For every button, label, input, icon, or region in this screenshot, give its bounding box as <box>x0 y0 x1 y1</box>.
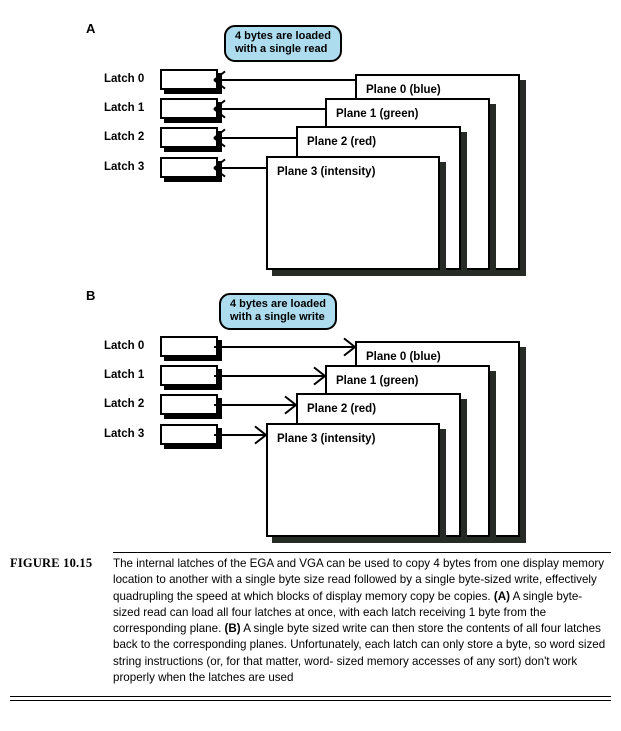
panel-a-arrow-2 <box>213 128 296 148</box>
caption-emphasis: (B) <box>224 622 241 636</box>
panel-b-latch-3-label: Latch 3 <box>104 428 145 440</box>
arrow-head-left-icon <box>213 99 227 119</box>
arrow-shaft <box>214 167 266 169</box>
panel-b: B 4 bytes are loaded with a single write… <box>0 280 621 550</box>
latch-face <box>160 98 218 119</box>
arrow-head-left-icon <box>213 128 227 148</box>
latch-face <box>160 394 218 415</box>
arrow-head-right-icon <box>342 337 356 357</box>
caption-rule-bottom-upper <box>10 696 611 697</box>
arrow-head-right-icon <box>253 425 267 445</box>
plane-face: Plane 3 (intensity) <box>266 423 440 537</box>
plane-face: Plane 3 (intensity) <box>266 156 440 270</box>
panel-a-plane-3-label: Plane 3 (intensity) <box>277 166 376 178</box>
caption-rule-top <box>113 552 611 553</box>
arrow-head-bar <box>313 375 326 386</box>
arrow-shaft <box>214 434 266 436</box>
panel-a-plane-0-label: Plane 0 (blue) <box>366 84 441 96</box>
panel-a-latch-3-box <box>160 157 222 182</box>
panel-b-arrow-1 <box>214 366 326 386</box>
arrow-head-left-icon <box>213 158 227 178</box>
panel-a-plane-1-label: Plane 1 (green) <box>336 108 419 120</box>
panel-b-plane-1-label: Plane 1 (green) <box>336 375 419 387</box>
panel-b-callout-line-1: 4 bytes are loaded <box>230 298 326 310</box>
arrow-head-bar <box>213 108 226 119</box>
latch-face <box>160 336 218 357</box>
figure-caption-text: The internal latches of the EGA and VGA … <box>113 557 606 685</box>
arrow-head-bar <box>213 79 226 90</box>
panel-a-latch-3-label: Latch 3 <box>104 161 145 173</box>
panel-a-latch-1-label: Latch 1 <box>104 102 145 114</box>
panel-b-latch-0-box <box>160 336 222 361</box>
panel-a-latch-row-2: Latch 2 <box>104 127 224 153</box>
arrow-shaft <box>214 108 325 110</box>
arrow-head-bar <box>343 346 356 357</box>
arrow-shaft <box>214 346 355 348</box>
panel-a-latch-0-label: Latch 0 <box>104 73 145 85</box>
arrow-head-right-icon <box>312 366 326 386</box>
arrow-head-left-icon <box>213 70 227 90</box>
panel-a-latch-0-box <box>160 69 222 94</box>
panel-b-plane-0-label: Plane 0 (blue) <box>366 351 441 363</box>
panel-b-latch-1-box <box>160 365 222 390</box>
panel-b-letter: B <box>86 288 96 303</box>
panel-b-latch-row-1: Latch 1 <box>104 365 224 391</box>
panel-b-callout: 4 bytes are loaded with a single write <box>219 293 337 330</box>
panel-a-callout-line-2: with a single read <box>235 43 328 55</box>
caption-emphasis: (A) <box>493 589 510 603</box>
caption-rule-bottom-lower <box>10 700 611 701</box>
panel-b-arrow-3 <box>214 425 267 445</box>
arrow-head-right-icon <box>283 395 297 415</box>
arrow-shaft <box>214 404 296 406</box>
panel-b-plane-2-label: Plane 2 (red) <box>307 403 377 415</box>
arrow-shaft <box>214 79 355 81</box>
panel-a-latch-row-1: Latch 1 <box>104 98 224 124</box>
panel-a-arrow-3 <box>213 158 266 178</box>
latch-face <box>160 365 218 386</box>
panel-a-arrow-0 <box>213 70 355 90</box>
panel-b-arrow-2 <box>214 395 297 415</box>
panel-b-plane-3: Plane 3 (intensity) <box>266 423 446 543</box>
panel-a-latch-row-3: Latch 3 <box>104 157 224 183</box>
panel-b-latch-row-3: Latch 3 <box>104 424 224 450</box>
panel-a-callout-line-1: 4 bytes are loaded <box>235 30 331 42</box>
latch-face <box>160 127 218 148</box>
arrow-head-bar <box>213 137 226 148</box>
latch-face <box>160 69 218 90</box>
panel-a-latch-2-box <box>160 127 222 152</box>
panel-a-latch-1-box <box>160 98 222 123</box>
panel-a-callout: 4 bytes are loaded with a single read <box>224 25 342 62</box>
panel-b-latch-3-box <box>160 424 222 449</box>
latch-face <box>160 424 218 445</box>
panel-a-latch-row-0: Latch 0 <box>104 69 224 95</box>
arrow-head-bar <box>254 434 267 445</box>
panel-b-arrow-0 <box>214 337 356 357</box>
panel-b-callout-line-2: with a single write <box>230 311 325 323</box>
panel-b-plane-3-label: Plane 3 (intensity) <box>277 433 376 445</box>
panel-a-plane-3: Plane 3 (intensity) <box>266 156 446 276</box>
panel-b-latch-2-box <box>160 394 222 419</box>
panel-a-latch-2-label: Latch 2 <box>104 131 145 143</box>
arrow-shaft <box>214 375 325 377</box>
panel-b-latch-0-label: Latch 0 <box>104 340 145 352</box>
panel-b-latch-2-label: Latch 2 <box>104 398 145 410</box>
figure-number-label: FIGURE 10.15 <box>10 556 93 570</box>
arrow-head-bar <box>213 167 226 178</box>
panel-b-latch-row-0: Latch 0 <box>104 336 224 362</box>
panel-b-latch-row-2: Latch 2 <box>104 394 224 420</box>
panel-a-plane-2-label: Plane 2 (red) <box>307 136 377 148</box>
latch-face <box>160 157 218 178</box>
panel-b-latch-1-label: Latch 1 <box>104 369 145 381</box>
arrow-shaft <box>214 137 296 139</box>
arrow-head-bar <box>284 404 297 415</box>
panel-a-arrow-1 <box>213 99 325 119</box>
panel-a-letter: A <box>86 21 96 36</box>
panel-a: A 4 bytes are loaded with a single read … <box>0 0 621 280</box>
